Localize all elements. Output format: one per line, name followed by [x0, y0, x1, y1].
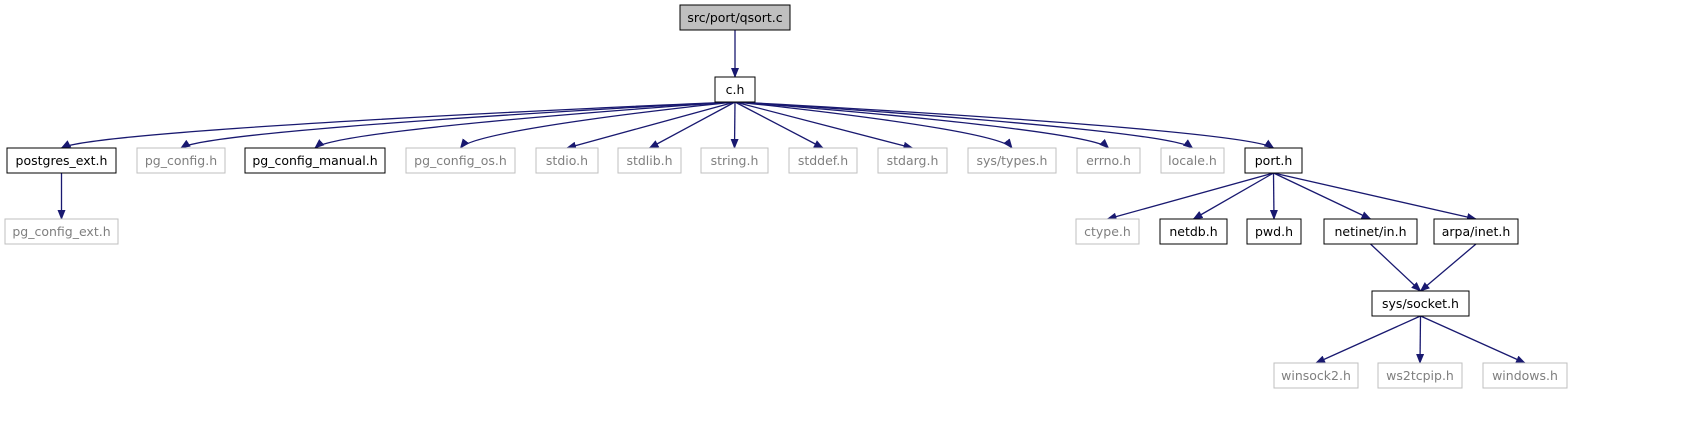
node-label-port: port.h [1255, 153, 1293, 168]
node-box-locale [1160, 147, 1225, 174]
node-string: string.h [700, 147, 769, 174]
edge-syssocket-to-ws2tcpip [1416, 315, 1425, 364]
edge-arpa_inet-to-syssocket [1419, 243, 1477, 292]
node-pg_config: pg_config.h [136, 147, 226, 174]
edge-c-to-systypes [734, 101, 1013, 149]
node-box-winsock2 [1273, 362, 1359, 389]
node-pwd[interactable]: pwd.h [1246, 218, 1302, 245]
edge-netinet_in-to-syssocket [1370, 243, 1422, 292]
edge-c-to-stddef [734, 101, 824, 149]
node-label-pg_config_os: pg_config_os.h [414, 153, 507, 168]
node-qsort[interactable]: src/port/qsort.c [679, 4, 791, 31]
node-label-string: string.h [711, 153, 759, 168]
node-pg_config_os: pg_config_os.h [405, 147, 516, 174]
edge-c-to-port [734, 101, 1275, 149]
node-arpa_inet[interactable]: arpa/inet.h [1433, 218, 1519, 245]
node-box-pwd [1246, 218, 1302, 245]
node-label-locale: locale.h [1168, 153, 1217, 168]
edge-syssocket-to-winsock2 [1315, 315, 1421, 364]
node-box-qsort [679, 4, 791, 31]
edge-c-to-string [730, 101, 739, 149]
node-box-postgres_ext [6, 147, 117, 174]
node-locale: locale.h [1160, 147, 1225, 174]
edges-layer [57, 30, 1526, 364]
node-box-ws2tcpip [1377, 362, 1463, 389]
node-box-netinet_in [1323, 218, 1418, 245]
node-label-pg_config: pg_config.h [145, 153, 217, 168]
node-box-stdlib [617, 147, 682, 174]
edge-syssocket-to-windows [1420, 315, 1526, 364]
node-box-netdb [1159, 218, 1228, 245]
node-box-ctype [1075, 218, 1140, 245]
edge-port-to-netdb [1192, 172, 1274, 220]
node-label-stdarg: stdarg.h [887, 153, 939, 168]
node-ctype: ctype.h [1075, 218, 1140, 245]
node-stdarg: stdarg.h [877, 147, 948, 174]
node-box-windows [1482, 362, 1568, 389]
node-box-port [1244, 147, 1303, 174]
node-stdlib: stdlib.h [617, 147, 682, 174]
node-label-arpa_inet: arpa/inet.h [1442, 224, 1511, 239]
node-label-pg_config_ext: pg_config_ext.h [12, 224, 110, 239]
node-label-netinet_in: netinet/in.h [1334, 224, 1406, 239]
node-label-pwd: pwd.h [1255, 224, 1293, 239]
node-label-stdlib: stdlib.h [626, 153, 672, 168]
node-label-winsock2: winsock2.h [1281, 368, 1351, 383]
node-label-qsort: src/port/qsort.c [687, 10, 782, 25]
edge-port-to-netinet_in [1273, 172, 1372, 220]
node-box-pg_config [136, 147, 226, 174]
node-box-stdio [535, 147, 599, 174]
node-box-syssocket [1371, 290, 1470, 317]
node-label-stddef: stddef.h [798, 153, 848, 168]
node-box-stddef [788, 147, 858, 174]
node-stddef: stddef.h [788, 147, 858, 174]
node-c[interactable]: c.h [714, 76, 756, 103]
node-label-windows: windows.h [1492, 368, 1558, 383]
node-pg_config_ext: pg_config_ext.h [4, 218, 119, 245]
node-box-pg_config_ext [4, 218, 119, 245]
node-label-errno: errno.h [1086, 153, 1131, 168]
node-label-ctype: ctype.h [1084, 224, 1131, 239]
node-stdio: stdio.h [535, 147, 599, 174]
node-label-stdio: stdio.h [546, 153, 588, 168]
edge-c-to-pg_config_manual [314, 101, 736, 149]
node-label-c: c.h [726, 82, 745, 97]
node-netdb[interactable]: netdb.h [1159, 218, 1228, 245]
node-label-syssocket: sys/socket.h [1382, 296, 1459, 311]
edge-c-to-pg_config [180, 101, 736, 149]
edge-c-to-stdarg [734, 101, 914, 150]
edge-port-to-pwd [1269, 172, 1278, 220]
node-postgres_ext[interactable]: postgres_ext.h [6, 147, 117, 174]
edge-port-to-arpa_inet [1273, 172, 1477, 221]
node-box-errno [1076, 147, 1141, 174]
node-port[interactable]: port.h [1244, 147, 1303, 174]
node-box-systypes [967, 147, 1057, 174]
node-box-string [700, 147, 769, 174]
node-box-stdarg [877, 147, 948, 174]
node-label-pg_config_manual: pg_config_manual.h [252, 153, 377, 168]
edge-c-to-stdlib [648, 101, 736, 149]
node-ws2tcpip: ws2tcpip.h [1377, 362, 1463, 389]
node-box-pg_config_os [405, 147, 516, 174]
node-winsock2: winsock2.h [1273, 362, 1359, 389]
nodes-layer: src/port/qsort.c c.h postgres_ext.h pg_conf… [4, 4, 1568, 389]
node-errno: errno.h [1076, 147, 1141, 174]
node-label-postgres_ext: postgres_ext.h [16, 153, 108, 168]
node-systypes: sys/types.h [967, 147, 1057, 174]
edge-c-to-pg_config_os [459, 101, 736, 149]
node-label-ws2tcpip: ws2tcpip.h [1386, 368, 1454, 383]
node-label-systypes: sys/types.h [977, 153, 1048, 168]
node-label-netdb: netdb.h [1169, 224, 1217, 239]
node-windows: windows.h [1482, 362, 1568, 389]
node-netinet_in[interactable]: netinet/in.h [1323, 218, 1418, 245]
node-box-arpa_inet [1433, 218, 1519, 245]
node-pg_config_manual[interactable]: pg_config_manual.h [244, 147, 386, 174]
node-box-c [714, 76, 756, 103]
node-box-pg_config_manual [244, 147, 386, 174]
edge-c-to-stdio [566, 101, 736, 150]
node-syssocket[interactable]: sys/socket.h [1371, 290, 1470, 317]
edge-port-to-ctype [1106, 172, 1274, 221]
